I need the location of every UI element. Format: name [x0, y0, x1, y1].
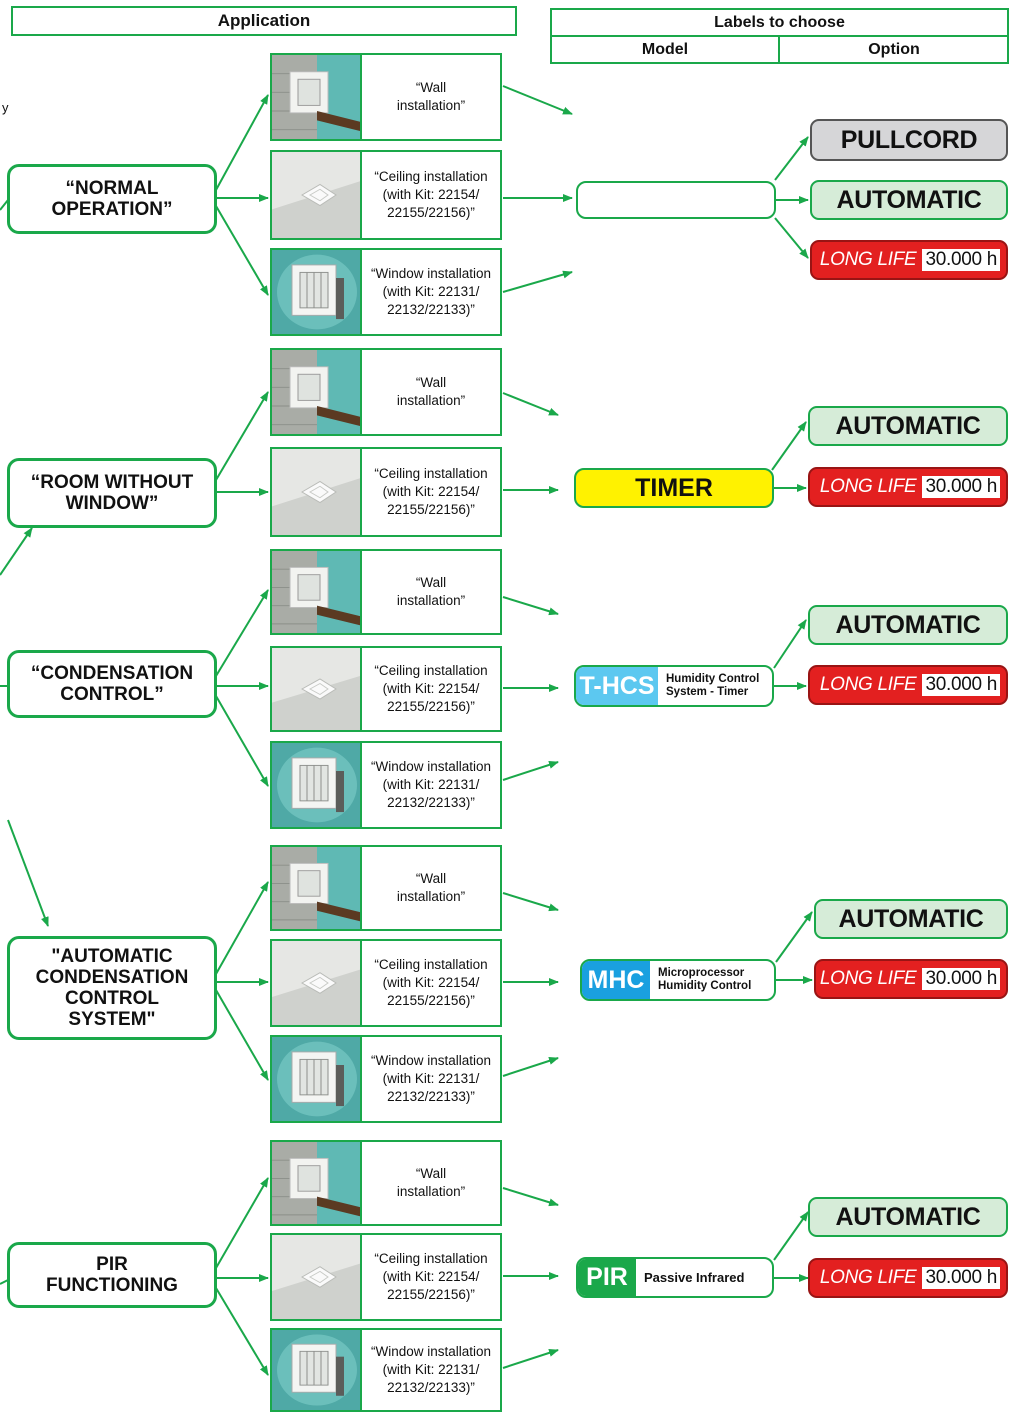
window-installation-image — [272, 250, 362, 334]
wall-installation-label: “Wall installation” — [396, 80, 466, 113]
wall-installation-image — [272, 1142, 362, 1224]
window-installation-label: “Window installation (with Kit: 22131/ 2… — [370, 759, 492, 810]
application-window-installation: “Window installation (with Kit: 22131/ 2… — [270, 1328, 502, 1412]
model-timer: TIMER — [574, 468, 774, 508]
application-wall-installation: “Wall installation” — [270, 1140, 502, 1226]
application-ceiling-installation: “Ceiling installation (with Kit: 22154/ … — [270, 939, 502, 1027]
window-installation-image — [272, 743, 362, 827]
window-installation-image — [272, 1037, 362, 1121]
option-long-life: LONG LIFE 30.000 h — [808, 665, 1008, 705]
long-life-label: LONG LIFE — [819, 1267, 917, 1288]
ceiling-installation-image — [272, 648, 362, 730]
window-installation-label: “Window installation (with Kit: 22131/ 2… — [370, 266, 492, 317]
application-ceiling-installation: “Ceiling installation (with Kit: 22154/ … — [270, 646, 502, 732]
wall-installation-label: “Wall installation” — [396, 871, 466, 904]
long-life-label: LONG LIFE — [819, 476, 917, 497]
ceiling-installation-image — [272, 1235, 362, 1319]
stray-text: y — [2, 100, 9, 115]
ceiling-installation-image — [272, 449, 362, 535]
application-wall-installation: “Wall installation” — [270, 549, 502, 635]
option-long-life: LONG LIFE 30.000 h — [810, 240, 1008, 280]
wall-installation-image — [272, 847, 362, 929]
wall-installation-image — [272, 551, 362, 633]
option-long-life: LONG LIFE 30.000 h — [808, 1258, 1008, 1298]
wall-installation-label: “Wall installation” — [396, 375, 466, 408]
model-column-header: Model — [641, 41, 689, 58]
long-life-hours: 30.000 h — [922, 674, 1000, 696]
model-box-empty — [576, 181, 776, 219]
long-life-label: LONG LIFE — [819, 968, 917, 989]
application-header: Application — [11, 6, 517, 36]
option-automatic: AUTOMATIC — [810, 180, 1008, 220]
model-thcs: T-HCS Humidity Control System - Timer — [574, 665, 774, 707]
window-installation-label: “Window installation (with Kit: 22131/ 2… — [370, 1344, 492, 1395]
category-condensation-control: “CONDENSATION CONTROL” — [7, 650, 217, 718]
pir-description: Passive Infrared — [644, 1270, 745, 1285]
long-life-label: LONG LIFE — [819, 674, 917, 695]
application-wall-installation: “Wall installation” — [270, 845, 502, 931]
long-life-label: LONG LIFE — [819, 249, 917, 270]
category-automatic-condensation-control-system: "AUTOMATIC CONDENSATION CONTROL SYSTEM" — [7, 936, 217, 1040]
labels-to-choose-title: Labels to choose — [714, 13, 845, 31]
application-ceiling-installation: “Ceiling installation (with Kit: 22154/ … — [270, 1233, 502, 1321]
application-wall-installation: “Wall installation” — [270, 53, 502, 141]
application-ceiling-installation: “Ceiling installation (with Kit: 22154/ … — [270, 150, 502, 240]
model-option-divider — [778, 35, 780, 64]
model-mhc: MHC Microprocessor Humidity Control — [580, 959, 776, 1001]
ceiling-installation-label: “Ceiling installation (with Kit: 22154/ … — [374, 957, 488, 1008]
long-life-hours: 30.000 h — [922, 968, 1000, 990]
application-header-label: Application — [217, 11, 311, 30]
option-automatic: AUTOMATIC — [808, 406, 1008, 446]
ceiling-installation-label: “Ceiling installation (with Kit: 22154/ … — [374, 1251, 488, 1302]
ceiling-installation-image — [272, 152, 362, 238]
application-window-installation: “Window installation (with Kit: 22131/ 2… — [270, 1035, 502, 1123]
option-automatic: AUTOMATIC — [808, 1197, 1008, 1237]
application-ceiling-installation: “Ceiling installation (with Kit: 22154/ … — [270, 447, 502, 537]
thcs-badge: T-HCS — [576, 667, 658, 705]
option-column-header: Option — [868, 41, 920, 58]
ceiling-installation-label: “Ceiling installation (with Kit: 22154/ … — [374, 466, 488, 517]
pir-badge: PIR — [578, 1259, 636, 1296]
ceiling-installation-label: “Ceiling installation (with Kit: 22154/ … — [374, 169, 488, 220]
option-pullcord: PULLCORD — [810, 119, 1008, 161]
long-life-hours: 30.000 h — [922, 249, 1000, 271]
wall-installation-image — [272, 55, 362, 139]
thcs-description: Humidity Control System - Timer — [666, 673, 760, 698]
option-long-life: LONG LIFE 30.000 h — [808, 467, 1008, 507]
category-room-without-window: “ROOM WITHOUT WINDOW” — [7, 458, 217, 528]
option-automatic: AUTOMATIC — [808, 605, 1008, 645]
long-life-hours: 30.000 h — [922, 1267, 1000, 1289]
model-pir: PIR Passive Infrared — [576, 1257, 774, 1298]
option-long-life: LONG LIFE 30.000 h — [814, 959, 1008, 999]
application-wall-installation: “Wall installation” — [270, 348, 502, 436]
ceiling-installation-label: “Ceiling installation (with Kit: 22154/ … — [374, 663, 488, 714]
application-window-installation: “Window installation (with Kit: 22131/ 2… — [270, 741, 502, 829]
mhc-description: Microprocessor Humidity Control — [658, 967, 752, 992]
application-window-installation: “Window installation (with Kit: 22131/ 2… — [270, 248, 502, 336]
wall-installation-image — [272, 350, 362, 434]
category-normal-operation: “NORMAL OPERATION” — [7, 164, 217, 234]
option-automatic: AUTOMATIC — [814, 899, 1008, 939]
window-installation-label: “Window installation (with Kit: 22131/ 2… — [370, 1053, 492, 1104]
long-life-hours: 30.000 h — [922, 476, 1000, 498]
category-pir-functioning: PIR FUNCTIONING — [7, 1242, 217, 1308]
wall-installation-label: “Wall installation” — [396, 575, 466, 608]
mhc-badge: MHC — [582, 961, 650, 999]
window-installation-image — [272, 1330, 362, 1410]
wall-installation-label: “Wall installation” — [396, 1166, 466, 1199]
ceiling-installation-image — [272, 941, 362, 1025]
